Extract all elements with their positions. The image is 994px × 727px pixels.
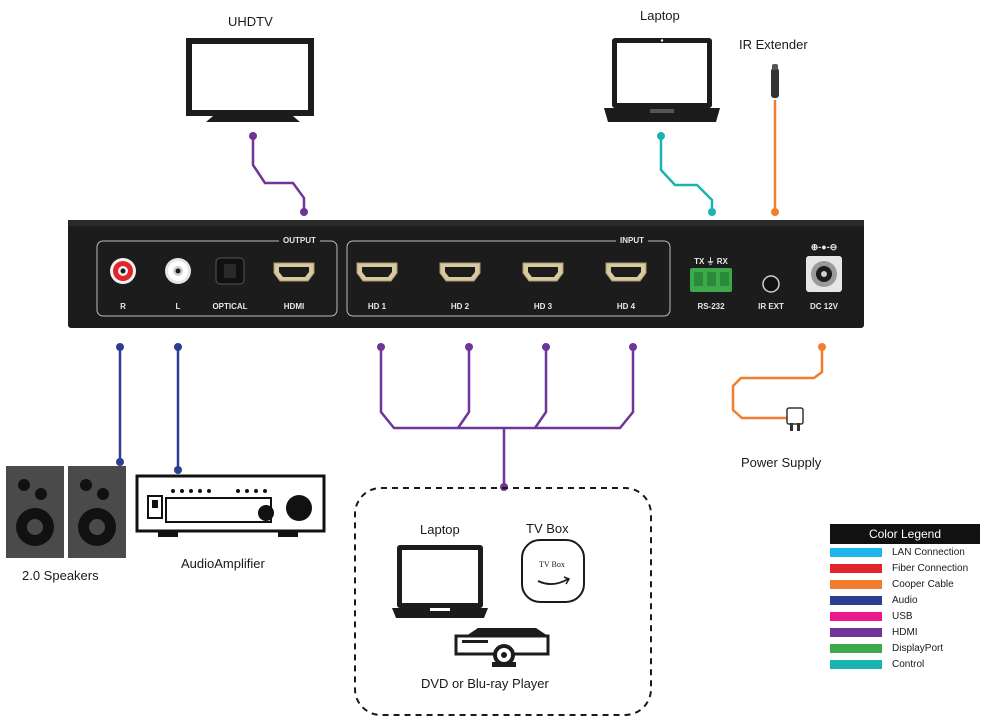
legend-label: HDMI <box>892 626 918 638</box>
legend-swatch <box>830 611 882 621</box>
legend-swatch <box>830 563 882 573</box>
dvd-label: DVD or Blu-ray Player <box>421 676 549 691</box>
port-optical-label: OPTICAL <box>212 302 248 311</box>
tv-hdmi-cable <box>251 136 306 212</box>
port-hdmi-label: HDMI <box>283 302 305 311</box>
optical-port <box>215 257 245 285</box>
power-supply-icon <box>786 407 804 431</box>
power-cable <box>731 347 824 420</box>
port-irext-label: IR EXT <box>758 302 784 311</box>
legend-swatch <box>830 595 882 605</box>
amplifier-icon <box>135 474 326 537</box>
port-r-label: R <box>120 302 126 311</box>
legend-item: HDMI <box>830 624 980 640</box>
rca-r-port <box>110 258 136 284</box>
legend-label: Control <box>892 658 925 670</box>
output-group-label: OUTPUT <box>279 236 320 245</box>
ir-ext-port <box>762 275 780 293</box>
legend-item: DisplayPort <box>830 640 980 656</box>
port-hd2-label: HD 2 <box>450 302 470 311</box>
legend-swatch <box>830 579 882 589</box>
power-supply-label: Power Supply <box>741 455 822 470</box>
laptop-icon <box>604 38 720 122</box>
port-hd3-label: HD 3 <box>533 302 553 311</box>
ir-extender-label: IR Extender <box>739 37 808 52</box>
amplifier-label: AudioAmplifier <box>181 556 265 571</box>
dc-port <box>806 256 842 292</box>
port-hd1-label: HD 1 <box>367 302 387 311</box>
legend-item: Control <box>830 656 980 672</box>
legend-label: Audio <box>892 594 918 606</box>
source-laptop-icon <box>392 545 488 618</box>
tv-box-label: TV Box <box>526 521 569 536</box>
legend-swatch <box>830 547 882 557</box>
dc-polarity-label: ⊕-●-⊖ <box>810 242 838 252</box>
laptop-label: Laptop <box>640 8 680 23</box>
legend-label: USB <box>892 610 913 622</box>
legend-item: Fiber Connection <box>830 560 980 576</box>
legend-label: DisplayPort <box>892 642 944 654</box>
legend-label: Fiber Connection <box>892 562 969 574</box>
port-dc-label: DC 12V <box>809 302 838 311</box>
uhdtv-label: UHDTV <box>228 14 273 29</box>
uhdtv-icon <box>186 38 314 122</box>
rs232-pins-label: TX ⏚ RX <box>694 257 728 266</box>
laptop-control-cable <box>659 136 714 212</box>
rs232-terminal <box>690 268 732 292</box>
port-hd4-label: HD 4 <box>616 302 636 311</box>
legend-label: Cooper Cable <box>892 578 954 590</box>
legend-title: Color Legend <box>830 524 980 544</box>
legend-swatch <box>830 643 882 653</box>
legend-item: Cooper Cable <box>830 576 980 592</box>
audio-cables <box>118 347 180 470</box>
speakers-icon <box>6 466 126 558</box>
legend-item: Audio <box>830 592 980 608</box>
rca-l-port <box>165 258 191 284</box>
legend-item: USB <box>830 608 980 624</box>
legend-label: LAN Connection <box>892 546 965 558</box>
input-group-label: INPUT <box>616 236 648 245</box>
legend-swatch <box>830 627 882 637</box>
source-laptop-label: Laptop <box>420 522 460 537</box>
ir-extender-icon <box>771 64 779 98</box>
port-rs232-label: RS-232 <box>697 302 725 311</box>
dvd-player-icon <box>454 628 550 667</box>
hdmi-in-ports <box>356 262 647 282</box>
tv-box-icon <box>521 539 585 603</box>
speakers-label: 2.0 Speakers <box>22 568 99 583</box>
legend-item: LAN Connection <box>830 544 980 560</box>
hdmi-out-port <box>273 262 315 282</box>
input-hdmi-cables <box>379 347 635 487</box>
legend-swatch <box>830 659 882 669</box>
matrix-rear-panel <box>68 220 864 328</box>
port-l-label: L <box>175 302 181 311</box>
source-group-box <box>354 487 652 716</box>
tv-box-logo: TV Box <box>539 560 565 569</box>
